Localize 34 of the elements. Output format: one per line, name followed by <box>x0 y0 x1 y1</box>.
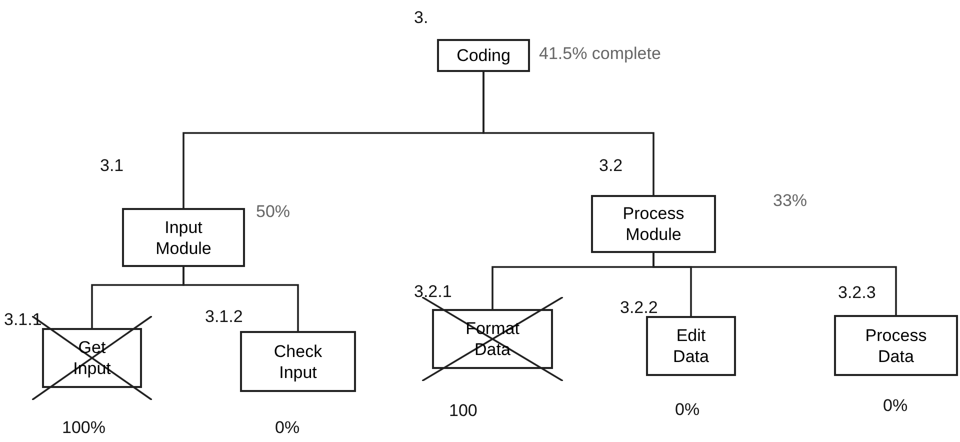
task-number: 3.2.1 <box>414 282 452 302</box>
task-box <box>834 315 958 376</box>
task-name: Edit Data <box>673 325 709 367</box>
percent-complete: 100 <box>449 401 478 421</box>
connector-line <box>182 267 299 331</box>
task-name: Coding <box>456 45 510 66</box>
task-name: Input Module <box>156 216 212 258</box>
task-number: 3.2.3 <box>838 283 876 303</box>
percent-complete: 50% <box>256 202 290 222</box>
task-box <box>42 328 142 388</box>
task-box <box>240 331 356 392</box>
task-box <box>646 316 736 376</box>
task-number: 3.1.2 <box>205 307 243 327</box>
percent-complete: 0% <box>675 400 700 420</box>
task-number: 3.2 <box>599 156 623 176</box>
task-name: Get Input <box>73 337 111 379</box>
percent-complete: 33% <box>773 191 808 211</box>
percent-complete: 41.5% complete <box>539 44 661 64</box>
task-box <box>437 39 530 72</box>
task-number: 3.1 <box>100 156 124 176</box>
task-name: Process Module <box>622 203 684 245</box>
percent-complete: 0% <box>883 396 908 416</box>
task-box <box>591 195 716 253</box>
task-number: 3. <box>414 8 428 28</box>
task-name: Process Data <box>865 324 927 366</box>
task-box <box>432 309 553 369</box>
task-box <box>122 208 245 267</box>
percent-complete: 100% <box>62 418 106 438</box>
connector-line <box>652 253 897 315</box>
task-number: 3.1.1 <box>4 310 42 330</box>
percent-complete: 0% <box>275 418 300 438</box>
task-number: 3.2.2 <box>620 298 658 318</box>
connector-line <box>482 72 654 195</box>
task-name: Check Input <box>274 340 322 382</box>
